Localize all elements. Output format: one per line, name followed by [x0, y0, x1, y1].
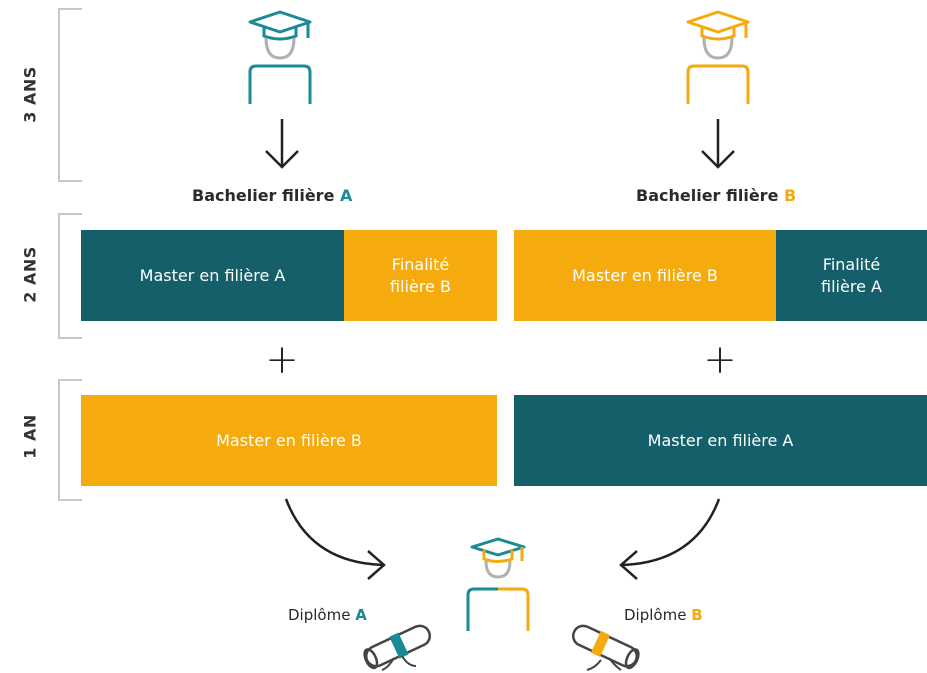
- block-label: Master en filière A: [139, 265, 286, 285]
- graduate-icon-left: [248, 10, 312, 104]
- curved-arrow-icon-left: [284, 498, 386, 580]
- block-label: Master en filière B: [572, 265, 718, 285]
- bachelier-label-right: Bachelier filière B: [636, 186, 796, 205]
- block-finalite-filiere-a-right: Finalité filière A: [776, 230, 927, 321]
- block-label: Master en filière A: [647, 430, 794, 450]
- diplome-letter-a: A: [355, 606, 367, 624]
- block-label: Finalité filière A: [821, 254, 882, 296]
- bachelier-text-left: Bachelier filière: [192, 186, 340, 205]
- down-arrow-icon-right: [701, 119, 735, 169]
- block-master-filiere-b-right: Master en filière B: [514, 230, 776, 321]
- diplome-text-b: Diplôme: [624, 606, 692, 624]
- plus-sign-right: +: [703, 337, 737, 383]
- bachelier-label-left: Bachelier filière A: [192, 186, 352, 205]
- block-label: Master en filière B: [216, 430, 362, 450]
- plus-sign-left: +: [265, 337, 299, 383]
- diplome-label-b: Diplôme B: [624, 606, 703, 624]
- block-label: Finalité filière B: [390, 254, 451, 296]
- graduate-icon-bottom: [466, 537, 530, 631]
- period-label-1-an: 1 AN: [20, 414, 40, 459]
- curved-arrow-icon-right: [619, 498, 721, 580]
- period-label-2-ans: 2 ANS: [20, 246, 40, 303]
- bachelier-letter-left: A: [340, 186, 353, 205]
- block-master-filiere-a-left: Master en filière A: [81, 230, 344, 321]
- diploma-scroll-icon-a: [363, 624, 432, 671]
- block-master-filiere-a-bottom: Master en filière A: [514, 395, 927, 486]
- diplome-text-a: Diplôme: [288, 606, 356, 624]
- bracket-3-ans: [58, 8, 82, 182]
- diplome-label-a: Diplôme A: [288, 606, 367, 624]
- period-label-3-ans: 3 ANS: [20, 66, 40, 123]
- diplome-letter-b: B: [691, 606, 703, 624]
- bracket-1-an: [58, 379, 82, 501]
- block-master-filiere-b-bottom: Master en filière B: [81, 395, 497, 486]
- bracket-2-ans: [58, 213, 82, 339]
- block-finalite-filiere-b-left: Finalité filière B: [344, 230, 497, 321]
- bachelier-text-right: Bachelier filière: [636, 186, 784, 205]
- graduate-icon-right: [686, 10, 750, 104]
- bachelier-letter-right: B: [784, 186, 797, 205]
- down-arrow-icon-left: [265, 119, 299, 169]
- diploma-scroll-icon-b: [571, 624, 640, 671]
